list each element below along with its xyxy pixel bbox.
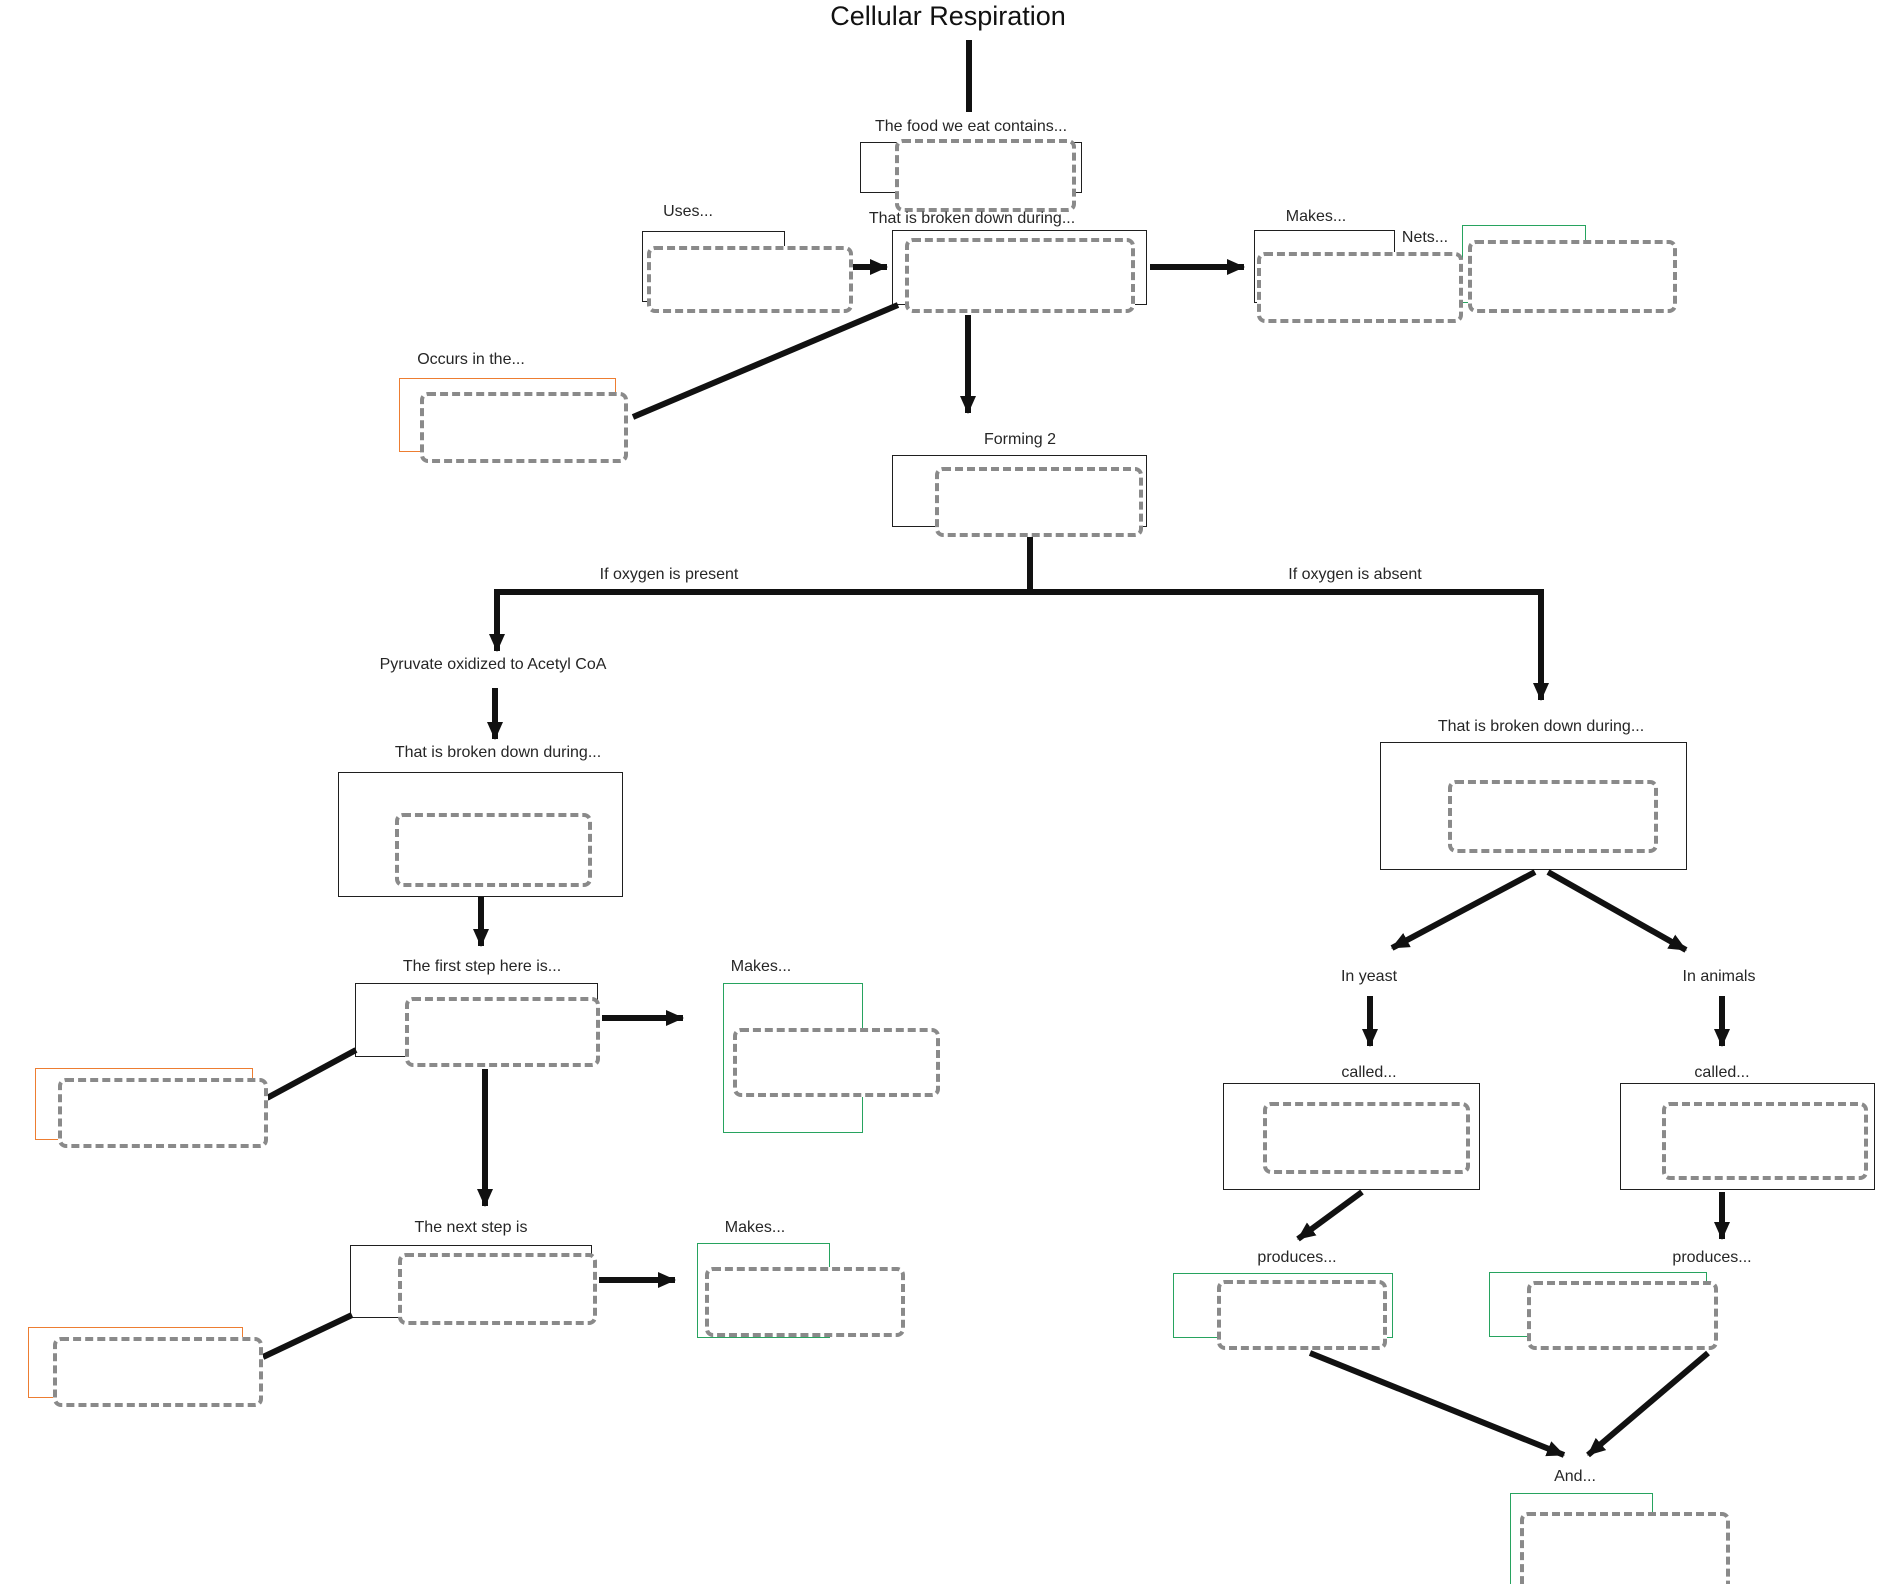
line-orange1-to-firststep	[265, 1047, 358, 1101]
aerobic-breakdown-blank[interactable]	[395, 813, 592, 887]
label-broken-down-glycolysis: That is broken down during...	[868, 210, 1076, 227]
label-first-step: The first step here is...	[402, 958, 562, 975]
animals-called-blank[interactable]	[1662, 1102, 1868, 1180]
line-occurs-to-glycolysis	[631, 302, 900, 420]
label-in-yeast: In yeast	[1340, 968, 1398, 985]
and-blank[interactable]	[1520, 1512, 1730, 1584]
label-makes-top: Makes...	[1285, 208, 1347, 225]
food-blank[interactable]	[895, 139, 1076, 212]
makes-blank[interactable]	[1257, 252, 1463, 323]
next-occurs-blank[interactable]	[53, 1337, 263, 1407]
anaerobic-breakdown-blank[interactable]	[1448, 780, 1658, 853]
label-makes-next: Makes...	[724, 1219, 786, 1236]
label-pyruvate-oxidized: Pyruvate oxidized to Acetyl CoA	[379, 656, 607, 673]
arrow-anaerobic-to-yeast	[1390, 869, 1537, 951]
next-makes-blank[interactable]	[705, 1267, 905, 1337]
yeast-produces-blank[interactable]	[1217, 1280, 1387, 1350]
next-step-blank[interactable]	[398, 1253, 597, 1325]
label-nets: Nets...	[1401, 229, 1449, 246]
glycolysis-blank[interactable]	[905, 238, 1135, 313]
label-next-step: The next step is	[414, 1219, 528, 1236]
forming-blank[interactable]	[935, 467, 1143, 537]
label-called-animals: called...	[1694, 1064, 1750, 1081]
label-if-oxygen-absent: If oxygen is absent	[1288, 566, 1422, 583]
nets-blank[interactable]	[1468, 240, 1677, 313]
arrow-yeastproduces-to-and	[1308, 1350, 1566, 1458]
uses-blank[interactable]	[647, 246, 853, 313]
label-in-animals: In animals	[1682, 968, 1756, 985]
arrow-anaerobic-to-animals	[1546, 869, 1688, 953]
label-called-yeast: called...	[1341, 1064, 1397, 1081]
line-orange2-to-nextstep	[261, 1312, 354, 1360]
page-title: Cellular Respiration	[830, 1, 1066, 31]
arrow-animalsproduces-to-and	[1586, 1350, 1710, 1458]
label-produces-animals: produces...	[1672, 1249, 1752, 1266]
first-makes-blank[interactable]	[733, 1028, 940, 1097]
label-food-contains: The food we eat contains...	[874, 118, 1068, 135]
label-broken-down-aerobic: That is broken down during...	[394, 744, 602, 761]
label-occurs-in: Occurs in the...	[417, 351, 525, 368]
animals-produces-blank[interactable]	[1527, 1281, 1718, 1350]
label-if-oxygen-present: If oxygen is present	[599, 566, 739, 583]
label-broken-down-anaerobic: That is broken down during...	[1437, 718, 1645, 735]
label-uses: Uses...	[663, 203, 713, 220]
label-forming-2: Forming 2	[983, 431, 1057, 448]
yeast-called-blank[interactable]	[1263, 1102, 1470, 1174]
first-occurs-blank[interactable]	[58, 1078, 268, 1148]
arrow-yeastcalled-to-produces	[1296, 1189, 1364, 1242]
label-makes-first: Makes...	[730, 958, 792, 975]
first-step-blank[interactable]	[405, 997, 600, 1067]
label-and: And...	[1554, 1468, 1596, 1485]
occurs-blank[interactable]	[420, 392, 628, 463]
label-produces-yeast: produces...	[1257, 1249, 1337, 1266]
